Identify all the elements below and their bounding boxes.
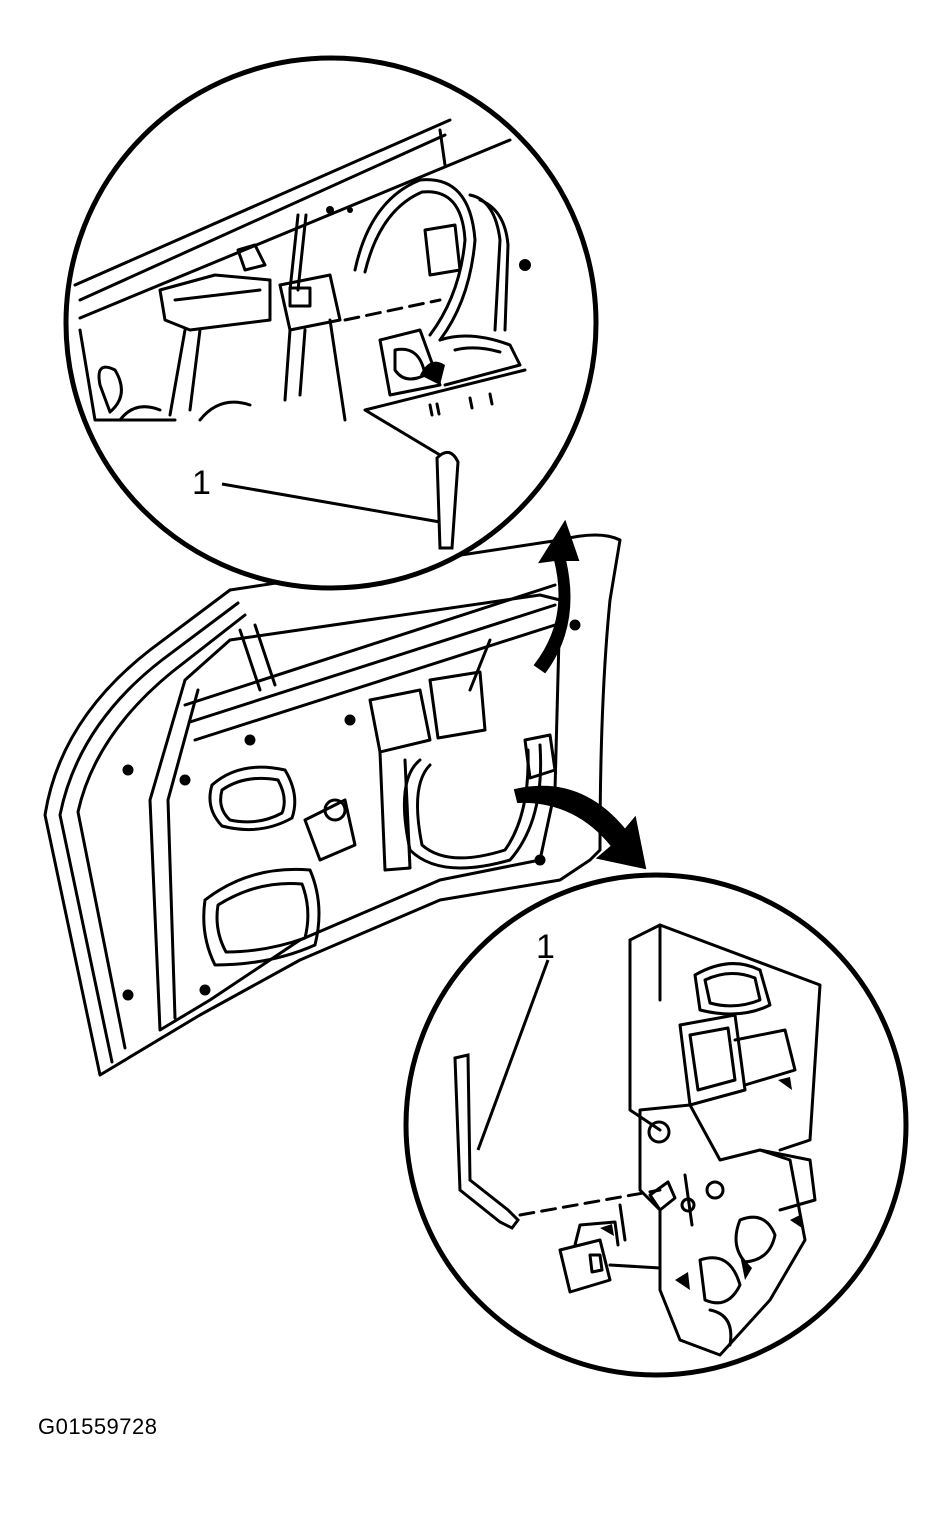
callout-number-bottom: 1 <box>536 928 555 966</box>
latch-rod-part <box>437 452 458 548</box>
figure-id-label: G01559728 <box>38 1414 158 1439</box>
callout-leader-top <box>222 484 440 522</box>
downward-arrow-icon <box>515 787 645 868</box>
top-detail-inset <box>66 58 596 588</box>
latch-rod-part <box>455 1055 518 1228</box>
callout-number-top: 1 <box>192 464 211 502</box>
callout-leader-bottom <box>478 960 548 1150</box>
door-panel <box>45 535 620 1075</box>
bottom-detail-inset <box>406 875 906 1375</box>
upward-arrow-icon <box>535 522 578 672</box>
